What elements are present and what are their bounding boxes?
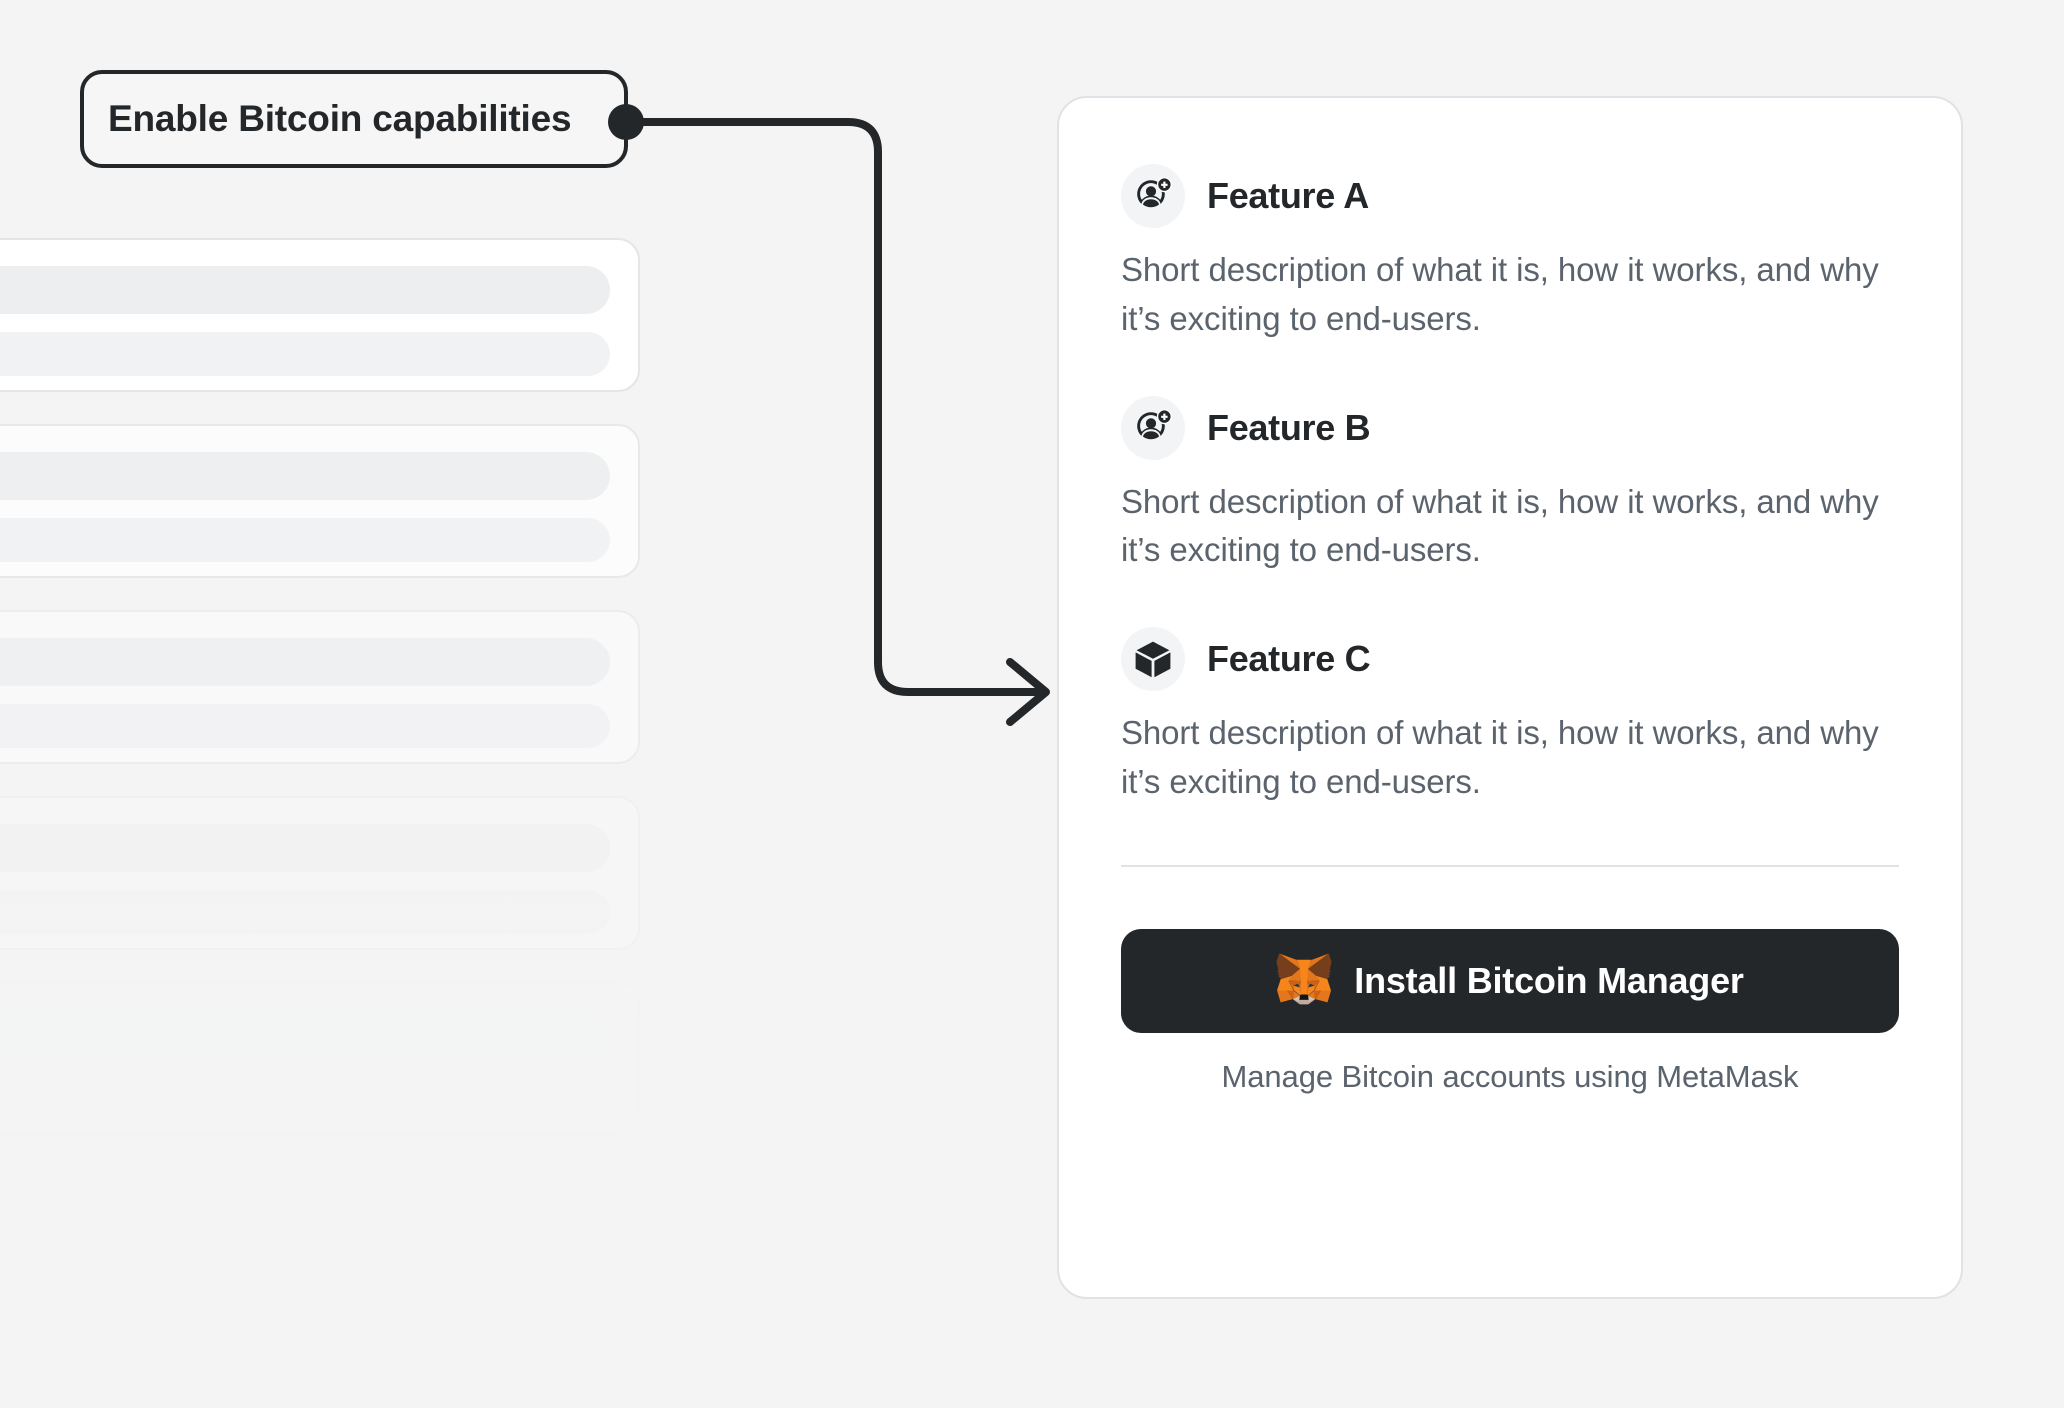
feature-list: Feature A Short description of what it i… [1059, 98, 1961, 867]
feature-title: Feature A [1207, 175, 1370, 216]
feature-title: Feature B [1207, 406, 1371, 448]
user-add-icon [1121, 395, 1185, 460]
feature-card: Feature A Short description of what it i… [1057, 96, 1963, 1299]
skeleton-bar-primary [0, 638, 610, 686]
feature-description: Short description of what it is, how it … [1121, 251, 1879, 337]
skeleton-card [0, 982, 640, 1136]
card-footer: Install Bitcoin Manager Manage Bitcoin a… [1059, 867, 1961, 1095]
arrow-right-icon [1006, 658, 1050, 726]
skeleton-bar-primary [0, 266, 610, 314]
skeleton-bar-primary [0, 824, 610, 872]
skeleton-card [0, 796, 640, 950]
skeleton-bar-secondary [0, 890, 610, 934]
skeleton-bar-primary [0, 1010, 610, 1058]
feature-description: Short description of what it is, how it … [1121, 714, 1879, 801]
feature-header: Feature C [1121, 627, 1899, 692]
feature-item: Feature C Short description of what it i… [1121, 627, 1899, 807]
metamask-fox-icon [1276, 952, 1332, 1009]
skeleton-bar-secondary [0, 518, 610, 562]
skeleton-card [0, 424, 640, 578]
skeleton-bar-secondary [0, 704, 610, 748]
footer-caption: Manage Bitcoin accounts using MetaMask [1221, 1058, 1799, 1094]
connector-path [622, 118, 1044, 696]
skeleton-placeholder-list [0, 238, 640, 1168]
skeleton-bar-secondary [0, 332, 610, 376]
skeleton-card [0, 238, 640, 392]
card-divider [1121, 864, 1899, 867]
feature-header: Feature A [1121, 164, 1899, 228]
callout-label: Enable Bitcoin capabilities [108, 98, 572, 139]
skeleton-card [0, 610, 640, 764]
feature-header: Feature B [1121, 395, 1899, 460]
feature-title: Feature C [1207, 638, 1371, 680]
skeleton-bar-secondary [0, 1076, 610, 1120]
feature-item: Feature A Short description of what it i… [1121, 164, 1899, 344]
install-button-label: Install Bitcoin Manager [1354, 959, 1744, 1001]
feature-description: Short description of what it is, how it … [1121, 482, 1879, 569]
feature-item: Feature B Short description of what it i… [1121, 395, 1899, 576]
callout-pill: Enable Bitcoin capabilities [80, 70, 628, 168]
user-add-icon [1121, 164, 1185, 228]
skeleton-bar-primary [0, 452, 610, 500]
install-bitcoin-manager-button[interactable]: Install Bitcoin Manager [1121, 928, 1899, 1033]
cube-icon [1121, 627, 1185, 692]
